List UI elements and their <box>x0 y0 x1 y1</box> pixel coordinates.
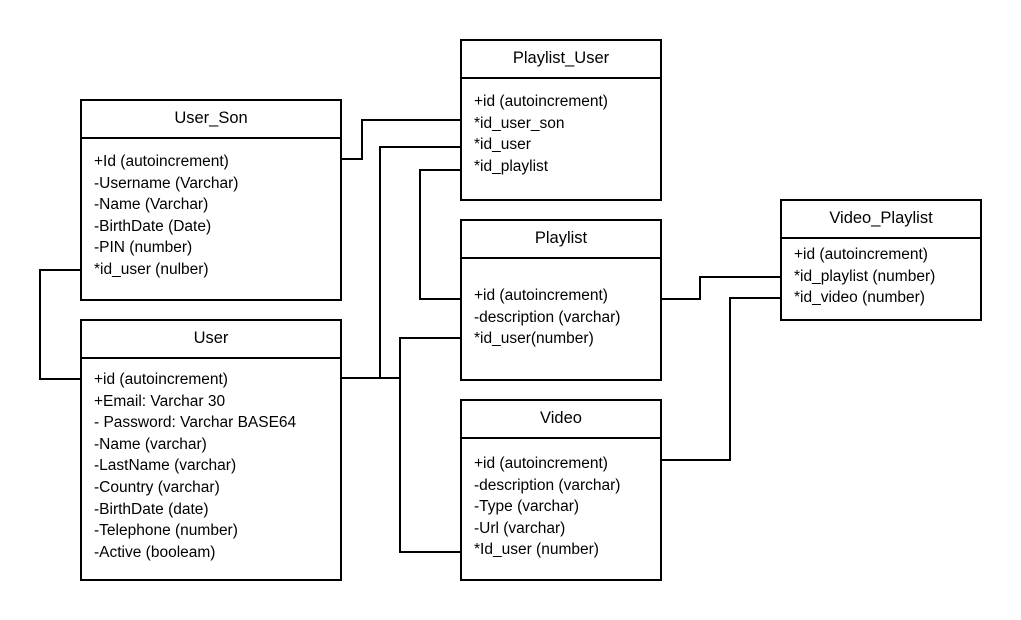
field-id-video: *id_video (number) <box>794 289 925 307</box>
connector-video-to-user <box>342 377 460 553</box>
connector-playlist-user-to-user-son <box>342 119 460 160</box>
entity-title: Playlist_User <box>462 41 660 79</box>
field-birthdate: -BirthDate (Date) <box>94 217 212 235</box>
field-name: -Name (Varchar) <box>94 196 209 214</box>
field-id-user: *id_user <box>474 136 531 154</box>
entity-video: Video +id (autoincrement) -description (… <box>460 399 662 581</box>
field-pin: -PIN (number) <box>94 239 193 257</box>
field-description: -description (varchar) <box>474 476 621 494</box>
field-username: -Username (Varchar) <box>94 174 239 192</box>
field-list: +id (autoincrement) -description (varcha… <box>462 259 660 350</box>
connector-video-playlist-to-playlist <box>662 276 780 300</box>
field-list: +id (autoincrement) -description (varcha… <box>462 439 660 561</box>
field-id: +id (autoincrement) <box>474 287 608 304</box>
entity-video-playlist: Video_Playlist +id (autoincrement) *id_p… <box>780 199 982 321</box>
field-id: +id (autoincrement) <box>94 371 228 388</box>
field-email: +Email: Varchar 30 <box>94 392 226 410</box>
field-country: -Country (varchar) <box>94 478 220 496</box>
entity-user-son: User_Son +Id (autoincrement) -Username (… <box>80 99 342 301</box>
field-active: -Active (booleam) <box>94 543 216 561</box>
connector-video-playlist-to-video <box>662 297 780 461</box>
field-id-user: *id_user (nulber) <box>94 260 209 278</box>
field-list: +id (autoincrement) *id_user_son *id_use… <box>462 79 660 177</box>
field-type: -Type (varchar) <box>474 498 580 516</box>
field-description: -description (varchar) <box>474 308 621 326</box>
field-id-playlist: *id_playlist (number) <box>794 267 936 285</box>
field-telephone: -Telephone (number) <box>94 522 238 540</box>
entity-user: User +id (autoincrement) +Email: Varchar… <box>80 319 342 581</box>
entity-playlist: Playlist +id (autoincrement) -descriptio… <box>460 219 662 381</box>
connector-playlist-user-to-playlist <box>419 169 460 300</box>
entity-title: Video <box>462 401 660 439</box>
field-lastname: -LastName (varchar) <box>94 457 237 475</box>
field-id-playlist: *id_playlist <box>474 157 549 175</box>
entity-title: User_Son <box>82 101 340 139</box>
connector-user-son-to-user <box>39 269 80 380</box>
field-birthdate: -BirthDate (date) <box>94 500 209 518</box>
entity-title: User <box>82 321 340 359</box>
field-id-user-son: *id_user_son <box>474 114 565 132</box>
field-password: - Password: Varchar BASE64 <box>94 414 297 432</box>
field-id-user: *Id_user (number) <box>474 541 599 559</box>
connector-playlist-to-user <box>399 337 460 378</box>
field-id: +id (autoincrement) <box>474 93 608 110</box>
field-id-user: *id_user(number) <box>474 330 594 348</box>
field-name: -Name (varchar) <box>94 435 207 453</box>
entity-title: Video_Playlist <box>782 201 980 239</box>
field-id: +Id (autoincrement) <box>94 153 229 170</box>
entity-title: Playlist <box>462 221 660 259</box>
field-id: +id (autoincrement) <box>794 246 928 263</box>
field-id: +id (autoincrement) <box>474 455 608 472</box>
field-list: +Id (autoincrement) -Username (Varchar) … <box>82 139 340 281</box>
entity-playlist-user: Playlist_User +id (autoincrement) *id_us… <box>460 39 662 201</box>
field-url: -Url (varchar) <box>474 519 566 537</box>
field-list: +id (autoincrement) +Email: Varchar 30 -… <box>82 359 340 563</box>
field-list: +id (autoincrement) *id_playlist (number… <box>782 239 980 309</box>
